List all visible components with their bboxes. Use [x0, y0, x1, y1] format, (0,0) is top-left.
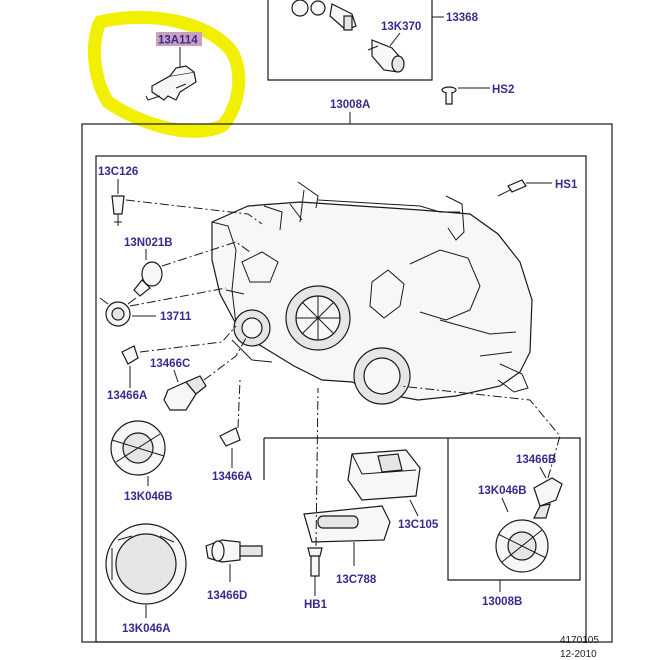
xenon-bulb-13466D [205, 539, 263, 563]
igniter-13C788 [303, 505, 391, 543]
part-label-13K046A[interactable]: 13K046A [122, 623, 171, 635]
bulb-13466A-left [121, 345, 139, 365]
part-label-13K370[interactable]: 13K370 [381, 21, 421, 33]
dust-cap-13K046B-right [495, 519, 549, 573]
drawing-number: 4170105 [560, 635, 599, 646]
part-label-13466A-mid[interactable]: 13466A [212, 471, 252, 483]
part-label-13466B[interactable]: 13466B [516, 454, 556, 466]
highlight-circle [87, 10, 246, 138]
socket-assembly-frame [267, 0, 433, 81]
part-label-13K046B-left[interactable]: 13K046B [124, 491, 173, 503]
ballast-13C105 [347, 449, 421, 501]
part-label-13C126[interactable]: 13C126 [98, 166, 138, 178]
part-label-HB1[interactable]: HB1 [304, 599, 328, 611]
bulb-13N021B [133, 261, 163, 297]
bulb-13466A-mid [219, 427, 241, 447]
part-label-13008B[interactable]: 13008B [482, 596, 522, 608]
part-label-13008A[interactable]: 13008A [330, 99, 370, 111]
part-label-13K046B-right[interactable]: 13K046B [478, 485, 527, 497]
bulb-socket-13K370 [367, 39, 405, 73]
part-label-13466D[interactable]: 13466D [207, 590, 247, 602]
socket-13711 [99, 297, 137, 327]
dust-cap-13K046B-left [110, 420, 166, 476]
bulb-socket-cluster [291, 0, 357, 31]
part-label-13A114[interactable]: 13A114 [158, 35, 198, 47]
bolt-HB1 [307, 547, 323, 577]
headlamp-housing [211, 181, 533, 405]
part-label-13711[interactable]: 13711 [160, 311, 192, 323]
part-label-13C788[interactable]: 13C788 [336, 574, 377, 586]
screw-HS2 [441, 86, 457, 105]
part-label-13368[interactable]: 13368 [446, 12, 479, 24]
part-label-HS1[interactable]: HS1 [555, 179, 578, 191]
bulb-13466C [163, 375, 207, 411]
part-label-13466A-left[interactable]: 13466A [107, 390, 147, 402]
part-label-13A114-highlight [156, 32, 202, 46]
part-label-13C105[interactable]: 13C105 [398, 519, 439, 531]
part-label-13466C[interactable]: 13466C [150, 358, 190, 370]
screw-HS1 [497, 179, 527, 197]
bulb-13C126 [111, 195, 125, 226]
part-label-HS2[interactable]: HS2 [492, 84, 514, 96]
drawing-date: 12-2010 [560, 649, 597, 660]
dust-cap-13K046A [105, 523, 187, 605]
headlamp-inner-frame [95, 155, 587, 643]
bracket-part-13A114 [145, 65, 197, 101]
xenon-subassembly-frame-13008B [263, 437, 581, 581]
part-label-13N021B[interactable]: 13N021B [124, 237, 173, 249]
bulb-13466B [533, 477, 563, 519]
